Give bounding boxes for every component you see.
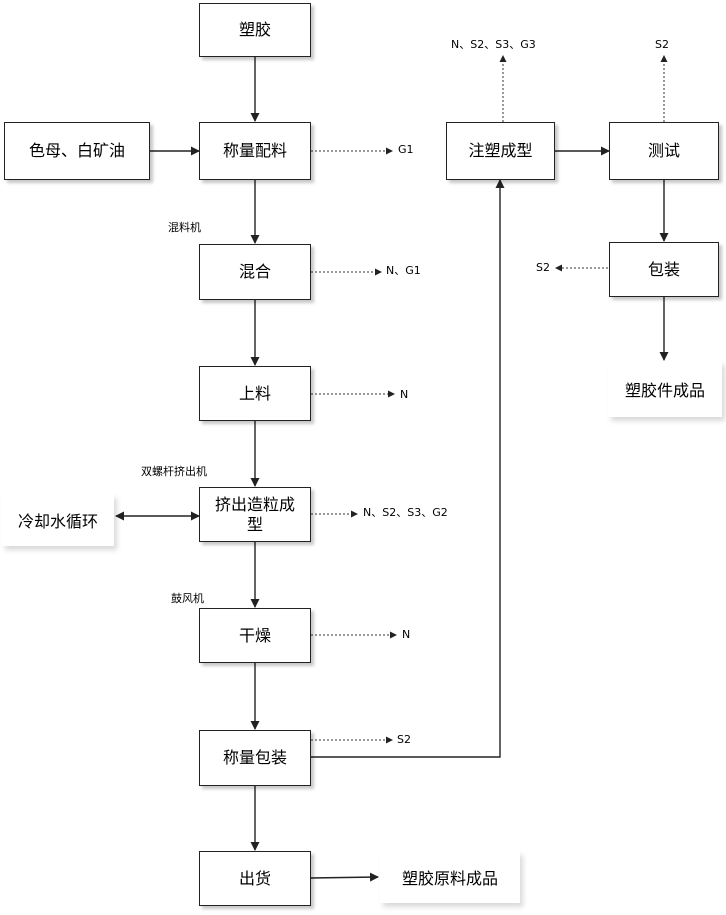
equipment-shuangluogan: 双螺杆挤出机 [141, 465, 207, 478]
box-suojiao: 塑胶 [199, 3, 311, 57]
emission-peiliao: G1 [398, 143, 414, 156]
emission-baozhuang2: S2 [536, 261, 550, 274]
box-chengliang-peiliao: 称量配料 [199, 122, 311, 180]
equipment-hunliaoji: 混料机 [168, 221, 201, 234]
box-semu: 色母、白矿油 [4, 122, 150, 180]
box-ganzao: 干燥 [199, 608, 311, 663]
equipment-gufengji: 鼓风机 [171, 592, 204, 605]
arrow-chuhuo-to-chengpin [309, 872, 379, 882]
emission-hunhe: N、G1 [386, 264, 421, 277]
arrow-baozhuang-to-zhusu [310, 179, 505, 758]
emission-shangliao: N [400, 388, 409, 401]
emission-ganzao: N [402, 628, 411, 641]
box-jichu-zaoli: 挤出造粒成型 [199, 487, 311, 542]
emission-zhusu: N、S2、S3、G3 [451, 38, 536, 51]
box-zhusu: 注塑成型 [446, 122, 555, 180]
box-ceshi: 测试 [609, 122, 719, 180]
emission-jichu: N、S2、S3、G2 [363, 506, 448, 519]
box-yuanliao-chengpin: 塑胶原料成品 [380, 851, 520, 903]
box-chengliang-baozhuang: 称量包装 [199, 730, 311, 786]
box-lengque: 冷却水循环 [2, 494, 114, 546]
box-jian-chengpin: 塑胶件成品 [608, 361, 722, 417]
box-shangliao: 上料 [199, 366, 311, 421]
emission-baozhuang: S2 [397, 733, 411, 746]
emission-ceshi: S2 [655, 38, 669, 51]
box-chuhuo: 出货 [199, 851, 311, 906]
box-hunhe: 混合 [199, 244, 311, 300]
box-baozhuang: 包装 [609, 242, 719, 297]
